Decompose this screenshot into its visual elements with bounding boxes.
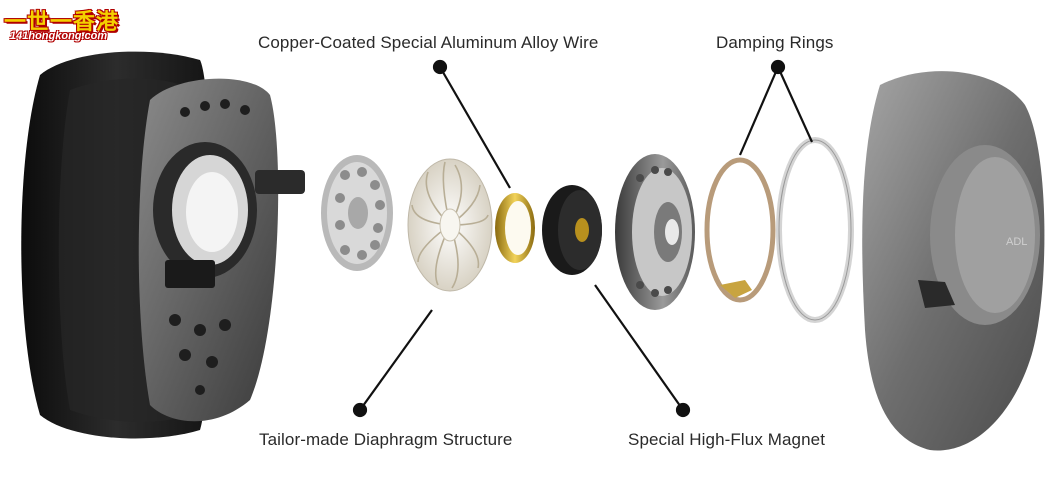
voice-coil [495, 193, 535, 263]
ear-cup-housing [862, 71, 1045, 451]
leader-damp-1 [738, 66, 780, 156]
label-magnet: Special High-Flux Magnet [628, 430, 826, 449]
grille-plate [321, 155, 393, 271]
damping-ring-1 [704, 157, 776, 303]
leader-diaphragm [359, 309, 433, 411]
leader-damp-dot [770, 59, 786, 75]
damping-ring-2 [776, 137, 854, 323]
leader-magnet [594, 284, 684, 411]
label-alloy-wire: Copper-Coated Special Aluminum Alloy Wir… [258, 33, 599, 52]
housing-logo: ADL [1006, 236, 1027, 248]
leader-magnet-dot [675, 402, 691, 418]
leader-lines [352, 59, 814, 418]
watermark-url: 141hongkong.com [10, 30, 108, 42]
leader-wire-dot [432, 59, 448, 75]
leader-wire [439, 66, 511, 189]
watermark-logo: 一世一香港 141hongkong.com [4, 4, 126, 44]
diaphragm [407, 158, 493, 292]
pole-plate [615, 154, 695, 310]
watermark-title: 一世一香港 [4, 9, 120, 34]
driver-frame [138, 78, 305, 422]
leader-damp-2 [776, 66, 814, 143]
label-diaphragm: Tailor-made Diaphragm Structure [259, 430, 513, 449]
leader-diaphragm-dot [352, 402, 368, 418]
magnet [542, 185, 602, 275]
label-damping-rings: Damping Rings [716, 33, 834, 52]
